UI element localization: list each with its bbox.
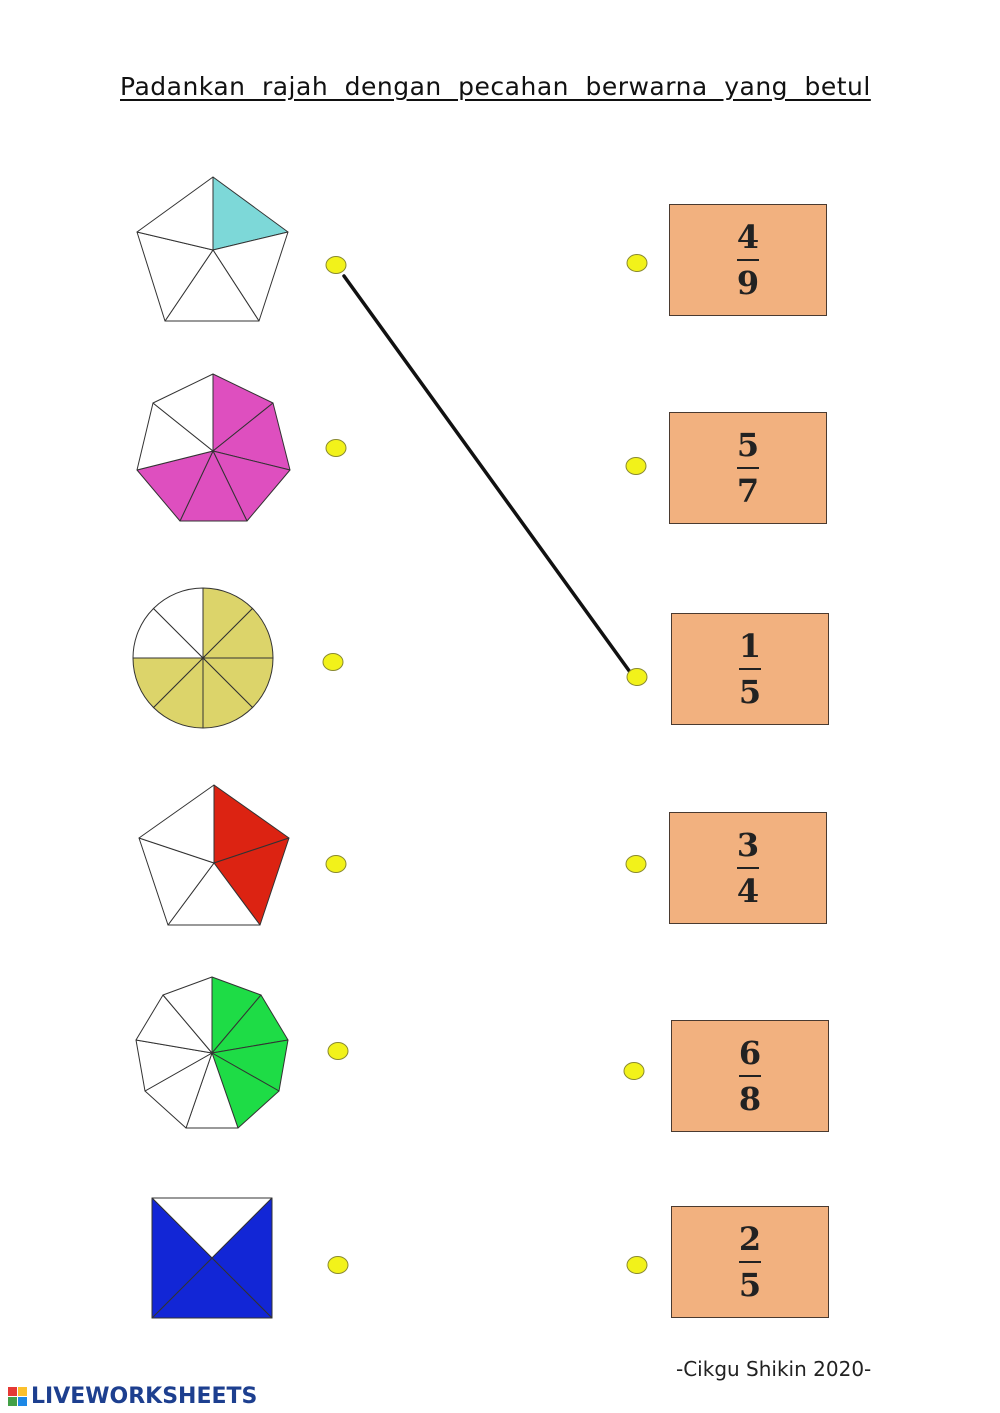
right-dot-3[interactable] — [626, 668, 648, 686]
denominator: 7 — [736, 472, 760, 510]
fraction-bar — [736, 259, 759, 261]
denominator: 4 — [736, 872, 760, 910]
left-dot-6[interactable] — [327, 1256, 349, 1274]
fraction-2-5: 2 5 — [739, 1223, 761, 1301]
figure-pentagon-4 — [138, 784, 290, 926]
fraction-4-9: 4 9 — [737, 221, 759, 299]
fraction-bar — [736, 467, 759, 469]
denominator: 5 — [738, 1266, 762, 1304]
denominator: 8 — [738, 1080, 762, 1118]
left-dot-5[interactable] — [327, 1042, 349, 1060]
right-dot-6[interactable] — [626, 1256, 648, 1274]
left-dot-2[interactable] — [325, 439, 347, 457]
worksheet-title: Padankan rajah dengan pecahan berwarna y… — [120, 72, 871, 101]
figure-circle-3 — [132, 587, 274, 729]
fraction-bar — [736, 867, 759, 869]
fraction-3-4: 3 4 — [737, 829, 759, 907]
fraction-6-8: 6 8 — [739, 1037, 761, 1115]
figure-heptagon-2 — [136, 373, 291, 522]
numerator: 1 — [738, 627, 762, 665]
fraction-card-1[interactable]: 4 9 — [669, 204, 827, 316]
match-line[interactable] — [342, 274, 632, 674]
fraction-card-2[interactable]: 5 7 — [669, 412, 827, 524]
numerator: 6 — [738, 1034, 762, 1072]
logo-icon — [8, 1386, 27, 1406]
numerator: 5 — [736, 426, 760, 464]
left-dot-4[interactable] — [325, 855, 347, 873]
fraction-card-5[interactable]: 6 8 — [671, 1020, 829, 1132]
figure-pentagon-1 — [136, 176, 289, 322]
denominator: 9 — [736, 264, 760, 302]
fraction-1-5: 1 5 — [739, 630, 761, 708]
brand-name: LIVEWORKSHEETS — [31, 1383, 258, 1409]
left-dot-3[interactable] — [322, 653, 344, 671]
left-dot-1[interactable] — [325, 256, 347, 274]
liveworksheets-logo: LIVEWORKSHEETS — [8, 1381, 257, 1411]
right-dot-1[interactable] — [626, 254, 648, 272]
fraction-card-4[interactable]: 3 4 — [669, 812, 827, 924]
figure-nonagon-5 — [135, 976, 289, 1129]
numerator: 2 — [738, 1220, 762, 1258]
right-dot-4[interactable] — [625, 855, 647, 873]
fraction-bar — [738, 1075, 761, 1077]
denominator: 5 — [738, 673, 762, 711]
fraction-bar — [738, 1261, 761, 1263]
numerator: 4 — [736, 218, 760, 256]
right-dot-5[interactable] — [623, 1062, 645, 1080]
right-dot-2[interactable] — [625, 457, 647, 475]
figure-square-6 — [151, 1197, 273, 1319]
fraction-bar — [738, 668, 761, 670]
fraction-card-3[interactable]: 1 5 — [671, 613, 829, 725]
author-credit: -Cikgu Shikin 2020- — [676, 1357, 872, 1381]
numerator: 3 — [736, 826, 760, 864]
fraction-5-7: 5 7 — [737, 429, 759, 507]
fraction-card-6[interactable]: 2 5 — [671, 1206, 829, 1318]
